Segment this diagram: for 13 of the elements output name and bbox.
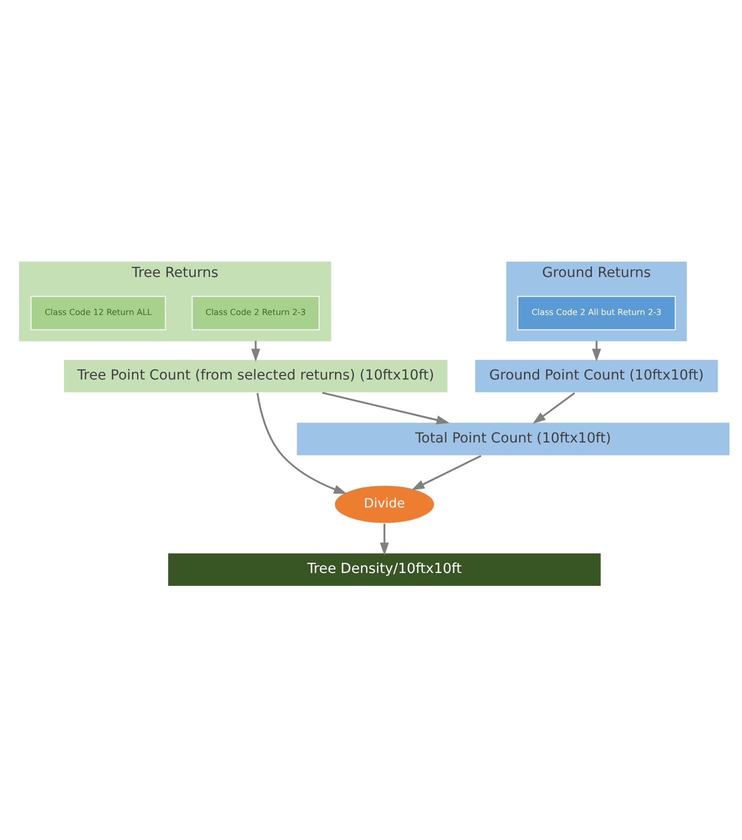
arrow — [322, 391, 450, 424]
arrow — [532, 392, 576, 424]
arrow — [411, 454, 482, 490]
arrow — [592, 340, 602, 362]
node-box: Tree Density/10ftx10ft — [167, 552, 602, 586]
node-box: Class Code 2 Return 2-3 — [192, 295, 320, 330]
arrow — [256, 392, 347, 494]
node-box: Tree Point Count (from selected returns) (10ftx10ft) — [63, 358, 448, 393]
arrow — [380, 523, 389, 556]
node-box: Total Point Count (10ftx10ft) — [296, 421, 730, 456]
node-box: Class Code 2 All but Return 2-3 — [517, 295, 676, 330]
node-box: Ground Point Count (10ftx10ft) — [474, 358, 719, 393]
node-box: Class Code 12 Return ALL — [30, 295, 166, 330]
